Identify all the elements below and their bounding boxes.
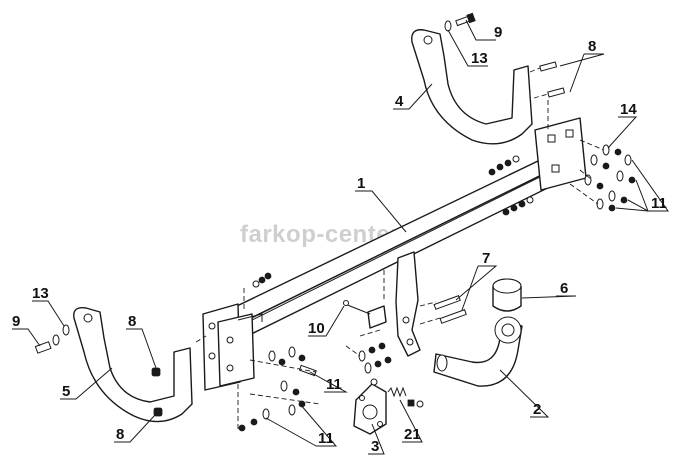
- callout-4: 4: [395, 93, 404, 110]
- bolts-top-right-8: [529, 61, 566, 99]
- callout-3: 3: [371, 438, 379, 455]
- callout-21: 21: [404, 426, 421, 443]
- ball-cap: [492, 278, 522, 312]
- callout-8-left-lower: 8: [116, 426, 124, 443]
- right-mounting-plate: [534, 117, 587, 191]
- callout-11-right: 11: [651, 195, 667, 212]
- callout-2: 2: [533, 401, 541, 418]
- socket-plate: [353, 383, 387, 435]
- callout-11-mid: 11: [326, 376, 342, 393]
- callout-6: 6: [560, 280, 568, 297]
- hardware-right-stack: [569, 139, 636, 212]
- callout-13-top: 13: [471, 50, 488, 67]
- center-bracket: [395, 251, 421, 357]
- callout-7: 7: [482, 250, 490, 267]
- tow-ball-neck: [433, 316, 523, 387]
- callout-10: 10: [308, 320, 325, 337]
- hardware-lower-left: [237, 346, 321, 432]
- callout-11-low: 11: [318, 430, 334, 447]
- spring-bolt: [387, 386, 424, 408]
- callout-8-top: 8: [588, 38, 596, 55]
- bolt-top-9: [444, 12, 476, 32]
- alignment-lines: [195, 100, 549, 343]
- callout-1: 1: [357, 175, 365, 192]
- hardware-left: [34, 272, 272, 417]
- callout-9-left: 9: [12, 313, 20, 330]
- side-arm-left: [73, 307, 193, 423]
- callout-5: 5: [62, 383, 70, 400]
- callout-8-left-upper: 8: [128, 313, 136, 330]
- callout-14: 14: [620, 101, 637, 118]
- leader-lines: [12, 19, 669, 455]
- hardware-center: [345, 295, 467, 386]
- side-arm-right: [411, 29, 533, 145]
- left-mounting-plates: [202, 303, 263, 391]
- callout-labels: 1 2 3 4 5 6 7 8 8 8 9 9 10 11 11 11 13 1…: [12, 24, 667, 455]
- clamp-plate: [343, 300, 387, 329]
- callout-9-top: 9: [494, 24, 502, 41]
- beam-nuts: [488, 155, 534, 216]
- callout-13-left: 13: [32, 285, 49, 302]
